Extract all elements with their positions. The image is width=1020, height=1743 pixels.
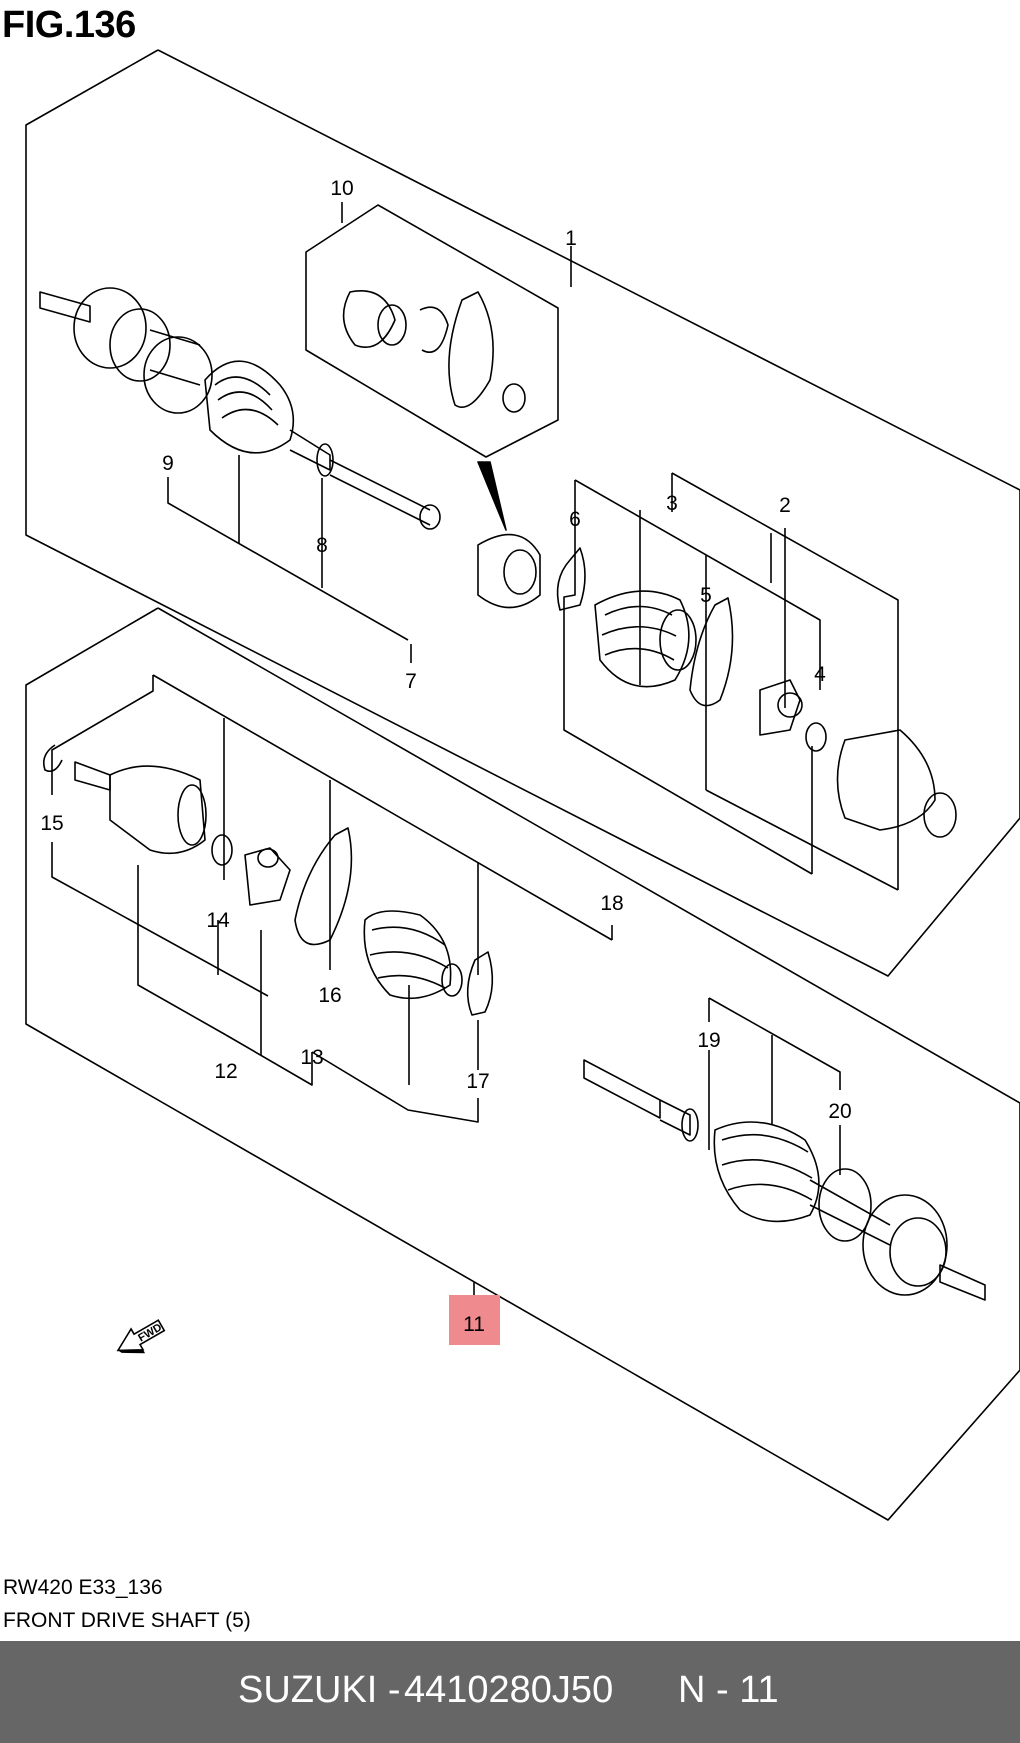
diagram-code: RW420 E33_136	[3, 1576, 163, 1599]
callout-label-18[interactable]: 18	[600, 892, 623, 915]
callout-label-9[interactable]: 9	[162, 452, 174, 475]
callout-label-20[interactable]: 20	[828, 1100, 851, 1123]
footer-reference: N - 11	[678, 1669, 779, 1711]
callout-label-14[interactable]: 14	[206, 909, 230, 932]
figure-title: FIG.136	[2, 4, 136, 46]
fwd-label: FWD	[136, 1322, 164, 1345]
callout-label-3[interactable]: 3	[666, 492, 678, 515]
callout-label-19[interactable]: 19	[697, 1029, 720, 1052]
frame-kit	[305, 204, 559, 458]
callout-label-5[interactable]: 5	[700, 584, 712, 607]
callout-label-7[interactable]: 7	[405, 670, 417, 693]
callout-label-12[interactable]: 12	[214, 1060, 237, 1083]
footer-part-number: 4410280J50	[404, 1669, 614, 1711]
fwd-arrow-icon: FWD	[116, 1319, 166, 1354]
callout-11-highlight	[449, 1295, 500, 1345]
callout-label-6[interactable]: 6	[569, 508, 581, 531]
callout-label-10[interactable]: 10	[330, 177, 353, 200]
frame-assembly-lower	[25, 607, 1020, 1521]
callout-label-13[interactable]: 13	[300, 1046, 323, 1069]
callout-label-8[interactable]: 8	[316, 534, 328, 557]
footer-bar: SUZUKI - 4410280J50 N - 11	[0, 1641, 1020, 1743]
callout-label-2[interactable]: 2	[779, 494, 791, 517]
frame-assembly-upper	[25, 49, 1020, 977]
diagram-title: FRONT DRIVE SHAFT (5)	[3, 1609, 251, 1632]
callout-label-17[interactable]: 17	[466, 1070, 489, 1093]
callout-label-1[interactable]: 1	[565, 227, 577, 250]
callout-label-4[interactable]: 4	[814, 663, 826, 686]
callout-label-11[interactable]: 11	[463, 1313, 485, 1336]
exploded-parts-diagram: 1 2 3 4 5 6 7 8 9 10 11 12 13 14 15 16 1…	[25, 49, 1020, 1521]
callout-label-16[interactable]: 16	[318, 984, 341, 1007]
callout-label-15[interactable]: 15	[40, 812, 63, 835]
footer-brand: SUZUKI -	[238, 1669, 401, 1711]
